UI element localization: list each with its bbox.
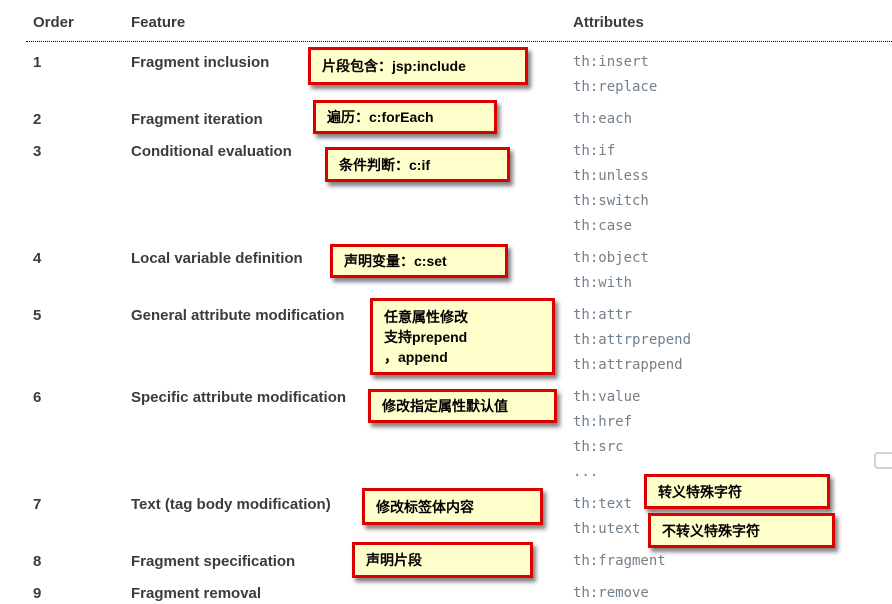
row-order: 9 [33,585,42,602]
table-row: 8 Fragment specification th:fragment [26,549,892,574]
row-order: 2 [33,111,42,128]
row-attributes: th:text th:utext [573,492,892,542]
feature-attribute-table: Order Feature Attributes 1 Fragment incl… [26,0,892,604]
annotation-callout-local-variable: 声明变量：c:set [330,244,508,278]
table-row: 5 General attribute modification th:attr… [26,303,892,378]
annotation-callout-escaped-text: 转义特殊字符 [644,474,830,509]
attribute-item: ... [573,464,599,480]
annotation-text: 修改标签体内容 [376,498,474,515]
row-attributes: th:object th:with [573,246,892,296]
attribute-item: th:attrappend [573,357,683,373]
attribute-item: th:switch [573,193,649,209]
annotation-callout-text-body: 修改标签体内容 [362,488,543,525]
attribute-item: th:value [573,389,641,405]
attribute-item: th:each [573,111,633,127]
annotation-text: 遍历：c:forEach [327,109,434,125]
row-attributes: th:each [573,107,892,132]
attribute-item: th:utext [573,521,641,537]
row-feature: Fragment specification [131,553,296,570]
header-attributes: Attributes [573,14,644,31]
row-feature: General attribute modification [131,307,345,324]
table-row: 4 Local variable definition th:object th… [26,246,892,296]
row-feature: Fragment inclusion [131,54,270,71]
attribute-item: th:attr [573,307,633,323]
row-order: 8 [33,553,42,570]
row-attributes: th:value th:href th:src ... [573,385,892,485]
annotation-text: 声明片段 [366,552,422,568]
row-order: 4 [33,250,42,267]
annotation-callout-unescaped-text: 不转义特殊字符 [648,513,835,548]
table-header-row: Order Feature Attributes [26,0,892,42]
annotation-text: 声明变量：c:set [344,253,447,269]
annotation-callout-conditional: 条件判断：c:if [325,147,510,182]
annotation-text: 片段包含：jsp:include [322,58,466,74]
row-attributes: th:fragment [573,549,892,574]
annotation-callout-fragment-inclusion: 片段包含：jsp:include [308,47,528,85]
row-order: 7 [33,496,42,513]
attribute-item: th:text [573,496,633,512]
annotation-text: 不转义特殊字符 [662,522,760,539]
annotation-callout-iteration: 遍历：c:forEach [313,100,497,134]
row-feature: Conditional evaluation [131,143,292,160]
table-row: 9 Fragment removal th:remove [26,581,892,604]
attribute-item: th:fragment [573,553,666,569]
table-row: 6 Specific attribute modification th:val… [26,385,892,485]
attribute-item: th:attrprepend [573,332,692,348]
row-order: 3 [33,143,42,160]
table-row: 7 Text (tag body modification) th:text t… [26,492,892,542]
annotation-callout-general-attribute: 任意属性修改 支持prepend ，append [370,298,555,375]
annotation-text: 转义特殊字符 [658,483,742,500]
row-attributes: th:if th:unless th:switch th:case [573,139,892,239]
row-order: 5 [33,307,42,324]
annotation-text: 任意属性修改 支持prepend ，append [384,308,468,365]
attribute-item: th:object [573,250,649,266]
header-feature: Feature [131,14,186,31]
table-row: 1 Fragment inclusion th:insert th:replac… [26,50,892,100]
row-feature: Local variable definition [131,250,303,267]
attribute-item: th:remove [573,585,649,601]
attribute-item: th:with [573,275,633,291]
attribute-item: th:unless [573,168,649,184]
row-order: 6 [33,389,42,406]
annotation-text: 条件判断：c:if [339,156,430,173]
row-feature: Fragment removal [131,585,262,602]
attribute-item: th:href [573,414,633,430]
row-order: 1 [33,54,42,71]
clipped-annotation-box [874,452,892,469]
table-row: 3 Conditional evaluation th:if th:unless… [26,139,892,239]
row-feature: Fragment iteration [131,111,263,128]
row-attributes: th:remove [573,581,892,604]
attribute-item: th:insert [573,54,649,70]
annotation-text: 修改指定属性默认值 [382,398,508,414]
attribute-item: th:case [573,218,633,234]
table-row: 2 Fragment iteration th:each [26,107,892,132]
attribute-item: th:if [573,143,616,159]
attribute-item: th:src [573,439,624,455]
row-feature: Text (tag body modification) [131,496,331,513]
row-attributes: th:attr th:attrprepend th:attrappend [573,303,892,378]
annotation-callout-fragment-spec: 声明片段 [352,542,533,578]
annotation-callout-specific-attribute: 修改指定属性默认值 [368,389,557,423]
row-attributes: th:insert th:replace [573,50,892,100]
row-feature: Specific attribute modification [131,389,347,406]
header-order: Order [33,14,74,31]
attribute-item: th:replace [573,79,658,95]
